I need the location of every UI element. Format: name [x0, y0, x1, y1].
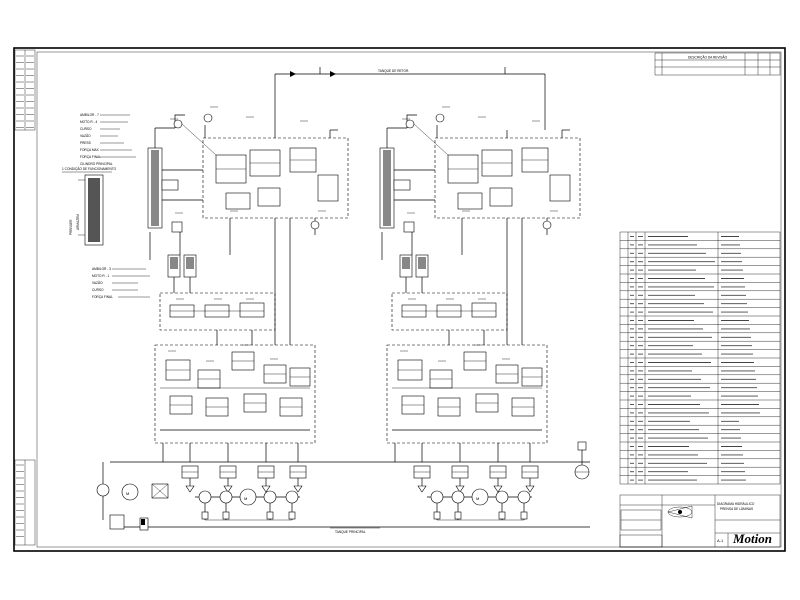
drawing-title-line2: PRENSA DE LÂMINAS [720, 507, 753, 511]
sheet-code: A-1 [717, 538, 724, 543]
parts-list-table [619, 231, 781, 485]
auxiliary-pump [574, 441, 590, 480]
svg-text:M: M [126, 491, 129, 496]
top-tank-label: TANQUE DE RETOR. [378, 69, 409, 73]
cylinder-condition-sketch: 1 CONDIÇÃO DE FUNCIONAMENTO PRENSER ARMA… [62, 166, 117, 246]
top-tank-return: TANQUE DE RETOR. [274, 67, 546, 130]
svg-text:FORÇA MAX: FORÇA MAX [80, 148, 100, 152]
sheet-inner-border [36, 51, 782, 548]
svg-text:FORÇA FINAL: FORÇA FINAL [92, 295, 113, 299]
svg-text:M: M [476, 496, 479, 501]
spec-block-lower: AMBILOR - 3 MOTO R - 1 VAZÃO CURSO FORÇA… [92, 267, 150, 299]
svg-text:ARMAZEM: ARMAZEM [76, 214, 80, 230]
left-zone-strip [14, 49, 36, 546]
hydraulic-circuit-left: M [147, 106, 349, 521]
svg-text:CILINDRO PRINCIPAL: CILINDRO PRINCIPAL [80, 162, 113, 166]
svg-text:FORÇA FINAL: FORÇA FINAL [80, 155, 101, 159]
svg-text:M: M [244, 496, 247, 501]
svg-text:MOTO R - 1: MOTO R - 1 [92, 274, 110, 278]
svg-text:AMBILOR - 7: AMBILOR - 7 [80, 113, 99, 117]
svg-text:CURSO: CURSO [80, 127, 92, 131]
svg-text:CURSO: CURSO [92, 288, 104, 292]
revision-block: DESCRIÇÃO DA REVISÃO [654, 52, 781, 76]
bottom-tank-label: TANQUE PRINCIPAL [335, 530, 366, 534]
drawing-title-line1: DIAGRAMA HIDRÁULICO [717, 502, 755, 506]
company-logo: Motion [732, 531, 772, 546]
hydraulic-circuit-right: M [379, 106, 581, 521]
bottom-tank-main: TANQUE PRINCIPAL [110, 461, 590, 534]
revision-header: DESCRIÇÃO DA REVISÃO [688, 55, 728, 60]
spec-block-upper: AMBILOR - 7 MOTO R - 4 CURSO VAZÃO PRESS… [80, 113, 136, 166]
svg-text:AMBILOR - 3: AMBILOR - 3 [92, 267, 111, 271]
power-unit-left: M [96, 462, 169, 531]
svg-text:VAZÃO: VAZÃO [92, 280, 103, 285]
svg-text:VAZÃO: VAZÃO [80, 133, 91, 138]
sheet-outer-border [13, 47, 786, 552]
svg-text:MOTO R - 4: MOTO R - 4 [80, 120, 98, 124]
svg-text:PRENSER: PRENSER [69, 219, 73, 235]
title-block: DIAGRAMA HIDRÁULICO PRENSA DE LÂMINAS A-… [619, 494, 781, 548]
svg-text:PRESS: PRESS [80, 141, 91, 145]
svg-text:1 CONDIÇÃO DE FUNCIONAMENTO: 1 CONDIÇÃO DE FUNCIONAMENTO [62, 166, 117, 171]
